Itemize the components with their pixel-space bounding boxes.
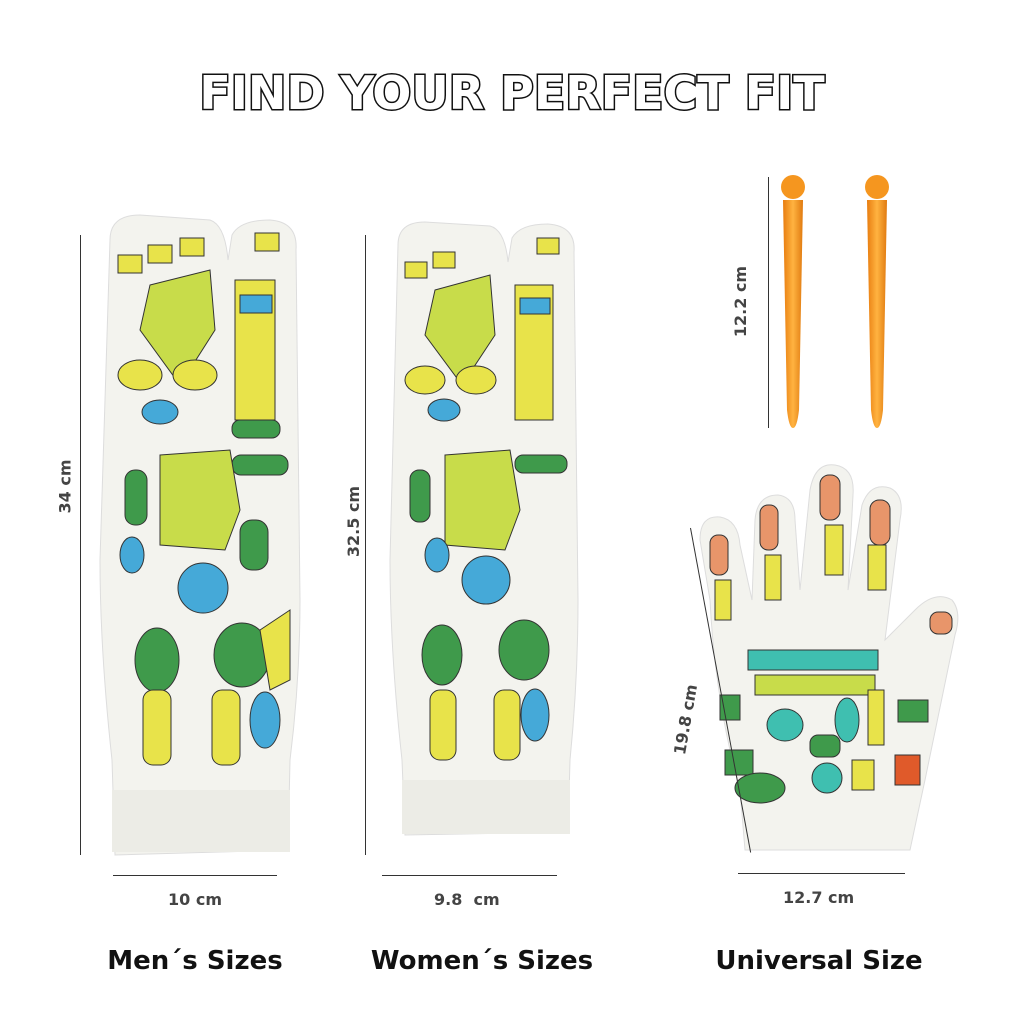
mens-sock-image — [99, 214, 301, 856]
page-title: FIND YOUR PERFECT FIT — [198, 65, 826, 122]
mens-sizes-caption: Men´s Sizes — [107, 946, 283, 976]
womens-width-line — [382, 875, 557, 876]
glove-width-label: 12.7 cm — [783, 888, 855, 907]
womens-sizes-caption: Women´s Sizes — [370, 946, 594, 976]
stick-height-label: 12.2 cm — [731, 265, 751, 338]
mens-width-label: 10 cm — [168, 890, 222, 909]
mens-height-line — [80, 235, 81, 855]
mens-height-label: 34 cm — [55, 459, 75, 514]
universal-size-caption: Universal Size — [715, 946, 923, 976]
womens-sock-image — [389, 221, 579, 836]
massage-sticks-image — [781, 175, 889, 428]
stick-height-line — [768, 177, 769, 428]
womens-height-line — [365, 235, 366, 855]
mens-width-line — [113, 875, 277, 876]
womens-width-label: 9.8 cm — [434, 890, 500, 909]
glove-image — [699, 464, 959, 851]
womens-height-label: 32.5 cm — [344, 485, 364, 558]
glove-width-line — [738, 873, 905, 874]
